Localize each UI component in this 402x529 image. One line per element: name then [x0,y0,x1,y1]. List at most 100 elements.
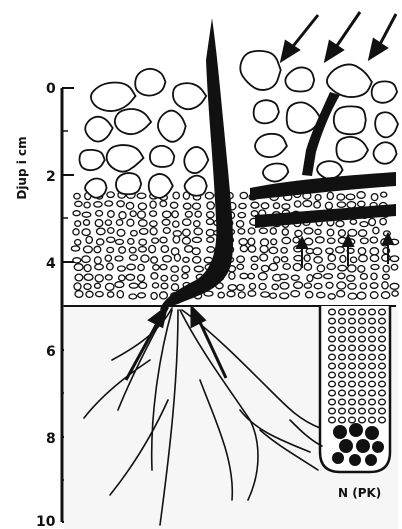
soil-granule [307,275,313,282]
soil-granule [194,266,203,272]
pocket-granule [359,390,366,396]
soil-granule [357,192,365,199]
pocket-granule [359,381,366,387]
soil-granule [328,254,335,261]
soil-granule [96,211,103,217]
soil-granule [391,264,397,270]
soil-granule [95,220,103,227]
soil-granule [373,227,379,234]
pocket-granule [339,408,346,414]
soil-granule [163,211,171,218]
soil-granule [161,275,168,281]
soil-granule [282,237,291,243]
pocket-granule [359,318,366,324]
soil-granule [115,256,123,261]
soil-granule [261,265,268,271]
pocket-granule [359,309,366,315]
soil-granule [139,282,147,288]
soil-granule [218,292,224,298]
soil-granule [138,203,146,210]
soil-granule [390,256,398,262]
soil-granule [151,293,157,300]
soil-granule [205,192,213,199]
soil-granule [315,195,321,201]
soil-granule [107,192,114,198]
soil-granule [127,219,134,226]
pocket-granule [369,408,376,414]
soil-granule [314,283,322,288]
soil-granule [336,247,345,253]
pocket-granule [329,318,336,324]
soil-granule [172,211,178,218]
soil-granule [306,249,313,254]
pocket-granule [329,408,336,414]
pocket-granule [329,327,336,333]
pocket-granule [349,318,356,324]
pocket-granule [329,390,336,396]
pocket-granule [369,309,376,315]
soil-granule [139,239,147,245]
pocket-granule [359,372,366,378]
soil-granule [248,273,254,278]
soil-granule [248,291,256,297]
pocket-granule [329,336,336,342]
pocket-granule [349,381,356,387]
pocket-granule [339,363,346,369]
tick-label-10: 10 [36,514,56,529]
pocket-granule [369,381,376,387]
soil-granule [141,255,149,262]
soil-granule [248,228,255,234]
soil-granule [152,238,159,243]
soil-granule [282,204,290,209]
soil-granule [82,256,90,263]
soil-granule [130,255,138,260]
soil-granule [261,292,270,297]
soil-granule [271,239,277,245]
soil-granule [350,219,356,224]
soil-granule [240,245,247,251]
pocket-granule [369,336,376,342]
pocket-granule [339,345,346,351]
soil-granule [152,283,158,288]
soil-granule [281,257,287,262]
pocket-granule [349,309,356,315]
pocket-granule [339,354,346,360]
soil-granule [327,229,334,236]
soil-granule [129,294,137,299]
soil-granule [371,194,378,201]
soil-granule [240,273,248,278]
soil-granule [127,264,136,270]
stone [116,173,141,194]
soil-granule [336,221,344,227]
pocket-granule [329,372,336,378]
soil-granule [338,273,345,279]
soil-granule [161,283,168,289]
soil-granule [358,266,365,273]
soil-granule [105,283,114,290]
pocket-granule [359,336,366,342]
pocket-granule [379,390,386,396]
pocket-granule [379,318,386,324]
tick-label-4: 4 [46,256,56,272]
soil-granule [239,203,246,208]
soil-granule [369,218,376,225]
soil-granule [74,283,81,290]
pocket-granule [379,372,386,378]
soil-granule [75,240,81,246]
soil-granule [173,192,179,199]
soil-granule [207,237,214,242]
pocket-granule [349,408,356,414]
pocket-granule [339,399,346,405]
soil-granule [118,266,126,271]
soil-granule [251,256,258,261]
tick-label-6: 6 [46,344,56,360]
soil-granule [161,246,168,253]
soil-granule [259,283,266,289]
soil-granule [183,229,191,236]
soil-granule [360,283,366,289]
soil-granule [149,245,156,252]
soil-granule [73,258,81,263]
pocket-granule [369,318,376,324]
soil-granule [84,202,90,208]
pocket-granule [379,399,386,405]
